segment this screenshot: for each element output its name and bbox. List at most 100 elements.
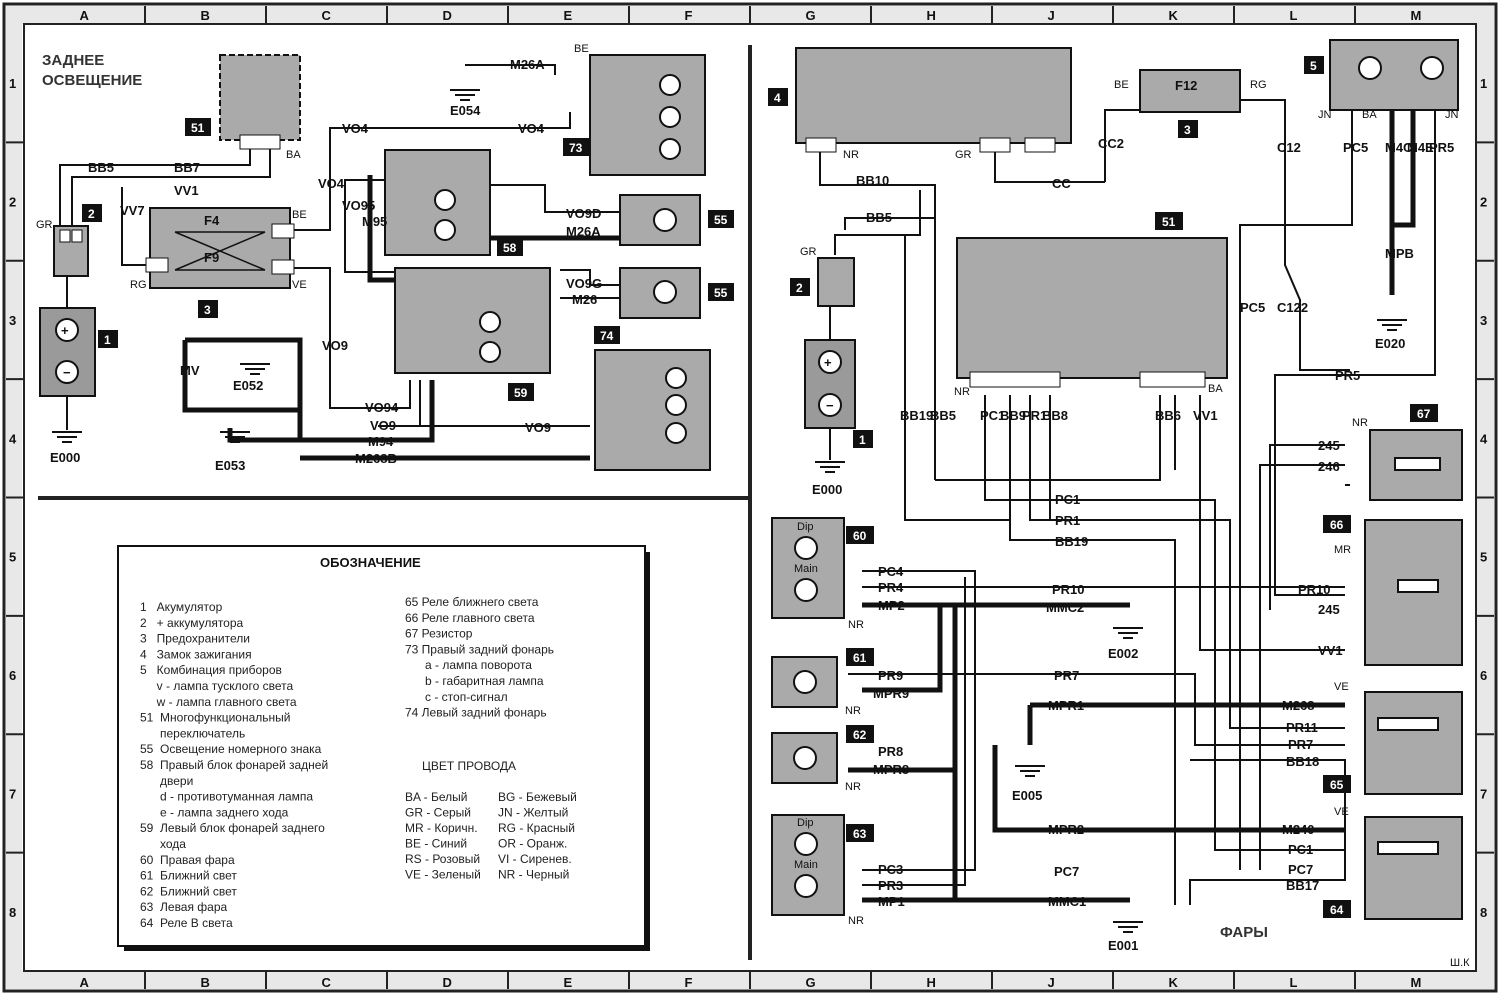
wire-m268: M268 xyxy=(1282,698,1315,713)
label-3-left: 3 xyxy=(204,303,211,317)
row-label-right: 7 xyxy=(1480,786,1487,801)
tag-main-60: Main xyxy=(794,563,818,575)
tag-mr-66: MR xyxy=(1334,544,1351,556)
relay-65 xyxy=(1364,691,1463,795)
ground-e005: E005 xyxy=(1012,788,1042,803)
wire-mpr1: MPR1 xyxy=(1048,698,1084,713)
ground-e054: E054 xyxy=(450,103,481,118)
legend-title: ОБОЗНАЧЕНИЕ xyxy=(320,555,421,570)
tag-jn-5b: JN xyxy=(1445,109,1459,121)
tag-nr-60: NR xyxy=(848,619,864,631)
legend-item: 1 Акумулятор xyxy=(140,600,223,614)
right-title: ФАРЫ xyxy=(1220,924,1268,941)
label-5: 5 xyxy=(1310,59,1317,73)
wire-color-item: MR - Коричн. xyxy=(405,821,478,835)
column-label-top: M xyxy=(1411,8,1422,23)
right-wire-labels: BB10 BB5 CC CC2 C12 C122 PC5 PC5 M4C M4E… xyxy=(856,136,1454,909)
ground-e053: E053 xyxy=(215,458,245,473)
tag-be-f12: BE xyxy=(1114,79,1129,91)
switch-51-left xyxy=(219,54,301,141)
tag-nr-51: NR xyxy=(954,386,970,398)
tag-rg-left: RG xyxy=(130,279,147,291)
ground-e002: E002 xyxy=(1108,646,1138,661)
label-55-top: 55 xyxy=(714,213,728,227)
border-ticks xyxy=(6,6,1494,989)
connector-2-left xyxy=(53,225,89,277)
wire-m26a-2: M26A xyxy=(566,224,601,239)
legend-item: 61 Ближний свет xyxy=(140,869,237,883)
ground-e000-right: E000 xyxy=(812,482,842,497)
battery-plus-icon xyxy=(55,318,79,342)
wire-mpb: MPB xyxy=(1385,246,1414,261)
wire-pc7-right: PC7 xyxy=(1288,862,1313,877)
label-3-right: 3 xyxy=(1184,123,1191,137)
wire-bb5-vertical: BB5 xyxy=(930,408,956,423)
tag-dip-60: Dip xyxy=(797,521,814,533)
legend-item: 73 Правый задний фонарь xyxy=(405,642,554,656)
column-label-bottom: K xyxy=(1169,975,1179,990)
label-63: 63 xyxy=(853,827,867,841)
wire-vo4-2: VO4 xyxy=(518,121,545,136)
svg-text:+: + xyxy=(824,355,832,370)
row-label-left: 4 xyxy=(9,431,17,446)
wire-bb5-right: BB5 xyxy=(866,210,892,225)
column-label-bottom: B xyxy=(201,975,210,990)
legend-item: 2 + аккумулятора xyxy=(140,616,244,630)
label-65: 65 xyxy=(1330,778,1344,792)
wire-mmc2: MMC2 xyxy=(1046,600,1084,615)
wire-vo9-mid: VO9 xyxy=(370,418,396,433)
wire-pr1-vertical: PR1 xyxy=(1022,408,1047,423)
legend-item: 59 Левый блок фонарей заднего xyxy=(140,821,325,835)
tag-ba-left: BA xyxy=(286,149,301,161)
wire-pr5-lower: PR5 xyxy=(1335,368,1360,383)
column-label-top: E xyxy=(564,8,573,23)
wire-pr7-mid: PR7 xyxy=(1054,668,1079,683)
column-label-bottom: F xyxy=(685,975,693,990)
tag-rg-f12: RG xyxy=(1250,79,1267,91)
wire-mv: MV xyxy=(180,363,200,378)
wire-m240: M240 xyxy=(1282,822,1315,837)
wire-vo9d: VO9D xyxy=(566,206,601,221)
lamp-74 xyxy=(594,349,711,471)
wire-color-item: BA - Белый xyxy=(405,790,468,804)
lamp-block-59 xyxy=(394,267,551,374)
connector-2-right xyxy=(817,257,855,307)
ground-e052: E052 xyxy=(233,378,263,393)
wire-mmc1: MMC1 xyxy=(1048,894,1086,909)
legend-item: 66 Реле главного света xyxy=(405,611,535,625)
wire-vo9-vertical: VO9 xyxy=(322,338,348,353)
wire-vo95: VO95 xyxy=(342,198,375,213)
wire-pc3: PC3 xyxy=(878,862,903,877)
row-label-left: 7 xyxy=(9,786,16,801)
wire-color-item: NR - Черный xyxy=(498,868,569,882)
legend-item: 3 Предохранители xyxy=(140,632,250,646)
tag-jn-5a: JN xyxy=(1318,109,1332,121)
column-label-bottom: D xyxy=(443,975,452,990)
wire-mpr2: MPR2 xyxy=(1048,822,1084,837)
legend-item: d - противотуманная лампа xyxy=(140,790,313,804)
column-label-top: H xyxy=(927,8,936,23)
battery-minus-icon xyxy=(55,360,79,384)
wire-m26a-1: M26A xyxy=(510,57,545,72)
label-64: 64 xyxy=(1330,903,1344,917)
legend-item: 60 Правая фара xyxy=(140,853,235,867)
row-label-right: 3 xyxy=(1480,313,1487,328)
legend-item: 64 Реле В света xyxy=(140,916,233,930)
wire-pc1-relay: PC1 xyxy=(1288,842,1313,857)
legend-item: 62 Ближний свет xyxy=(140,884,237,898)
legend-item: 67 Резистор xyxy=(405,627,473,641)
wire-color-item: VI - Сиренев. xyxy=(498,852,572,866)
left-wires xyxy=(59,64,620,427)
legend-item: 58 Правый блок фонарей задней xyxy=(140,758,328,772)
label-1-right: 1 xyxy=(859,433,866,447)
wire-bb5-left: BB5 xyxy=(88,160,114,175)
legend-item: переключатель xyxy=(140,726,245,740)
wire-pr10-right: PR10 xyxy=(1298,582,1331,597)
grounds-right xyxy=(815,319,1407,933)
label-1-left: 1 xyxy=(104,333,111,347)
column-label-bottom: A xyxy=(80,975,90,990)
tag-dip-63: Dip xyxy=(797,817,814,829)
